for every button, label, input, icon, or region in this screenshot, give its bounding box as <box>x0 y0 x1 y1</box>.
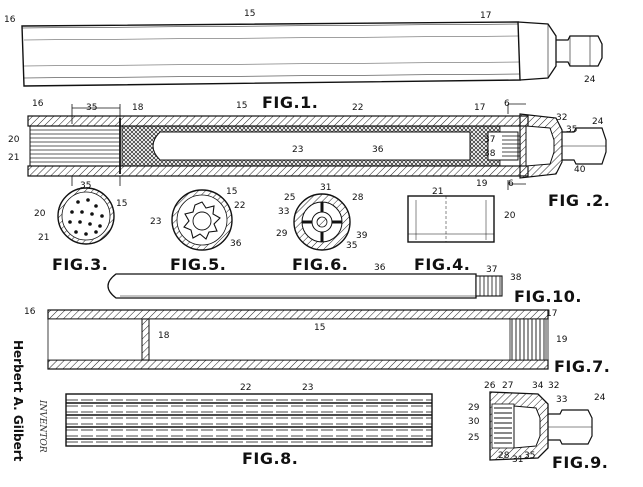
fig8-label: FIG.8. <box>242 449 298 468</box>
ref-numeral: 38 <box>484 149 496 159</box>
fig5-label: FIG.5. <box>170 255 226 274</box>
ref-numeral: 16 <box>4 15 16 25</box>
ref-numeral: 33 <box>556 395 567 405</box>
figure-4-filter-plug <box>407 195 495 243</box>
ref-numeral: 31 <box>512 455 523 465</box>
ref-numeral: 28 <box>352 193 364 203</box>
figure-6-cross-section <box>293 193 351 251</box>
fig6-label: FIG.6. <box>292 255 348 274</box>
ref-numeral: 37 <box>486 265 497 275</box>
ref-numeral: 15 <box>314 323 325 333</box>
ref-numeral: 35 <box>346 241 357 251</box>
ref-numeral: 20 <box>504 211 516 221</box>
ref-numeral: 22 <box>234 201 245 211</box>
ref-numeral: 30 <box>468 417 480 427</box>
fig1-label: FIG.1. <box>262 93 318 112</box>
ref-numeral: 40 <box>574 165 586 175</box>
ref-numeral: 17 <box>474 103 485 113</box>
ref-numeral: 23 <box>150 217 161 227</box>
ref-numeral: 29 <box>468 403 480 413</box>
figure-10-inner-tube <box>107 273 503 299</box>
ref-numeral: 35 <box>524 451 535 461</box>
ref-numeral: 24 <box>594 393 606 403</box>
ref-numeral: 15 <box>116 199 127 209</box>
ref-numeral: 21 <box>8 153 19 163</box>
ref-numeral: 22 <box>352 103 363 113</box>
fig2-label: FIG .2. <box>548 191 610 210</box>
figure-2-section-view <box>27 103 607 190</box>
ref-numeral: 23 <box>292 145 303 155</box>
inventor-name: Herbert A. Gilbert <box>11 340 25 462</box>
figure-8-fluted-insert <box>65 393 433 447</box>
ref-numeral: 24 <box>584 75 596 85</box>
ref-numeral: 16 <box>24 307 36 317</box>
ref-numeral: 15 <box>226 187 237 197</box>
ref-numeral: 18 <box>132 103 144 113</box>
ref-numeral: 34 <box>532 381 544 391</box>
ref-numeral: 27 <box>502 381 513 391</box>
inventor-label: INVENTOR <box>37 399 47 453</box>
ref-numeral: 18 <box>158 331 170 341</box>
ref-numeral: 21 <box>38 233 49 243</box>
fig3-label: FIG.3. <box>52 255 108 274</box>
ref-numeral: 29 <box>276 229 288 239</box>
ref-numeral: 28 <box>498 451 510 461</box>
figure-7-outer-tube-section <box>47 309 549 370</box>
ref-numeral: 33 <box>278 207 289 217</box>
ref-numeral: 15 <box>236 101 247 111</box>
ref-numeral: 36 <box>374 263 386 273</box>
ref-numeral: 38 <box>510 273 522 283</box>
figure-5-cross-section <box>171 189 233 251</box>
ref-numeral: 19 <box>556 335 568 345</box>
ref-numeral: 37 <box>484 135 495 145</box>
ref-numeral: 25 <box>468 433 479 443</box>
ref-numeral: 39 <box>356 231 368 241</box>
fig9-label: FIG.9. <box>552 453 608 472</box>
ref-numeral: 35 <box>86 103 97 113</box>
ref-numeral: 20 <box>8 135 20 145</box>
ref-numeral: 35 <box>566 125 577 135</box>
ref-numeral: 15 <box>244 9 255 19</box>
fig10-label: FIG.10. <box>514 287 582 306</box>
ref-numeral: 17 <box>480 11 491 21</box>
ref-numeral: 36 <box>372 145 384 155</box>
ref-numeral: 35 <box>80 181 91 191</box>
ref-numeral: 19 <box>476 179 488 189</box>
ref-numeral: 24 <box>592 117 604 127</box>
ref-numeral: 32 <box>556 113 567 123</box>
figure-1-exterior-view <box>21 21 603 87</box>
figure-9-mouthpiece-section <box>489 391 593 461</box>
ref-numeral: 16 <box>32 99 44 109</box>
ref-numeral: 31 <box>320 183 331 193</box>
ref-numeral: 36 <box>230 239 242 249</box>
ref-numeral: 17 <box>546 309 557 319</box>
ref-numeral: 21 <box>432 187 443 197</box>
ref-numeral: 6 <box>508 179 514 189</box>
fig7-label: FIG.7. <box>554 357 610 376</box>
ref-numeral: 22 <box>240 383 251 393</box>
ref-numeral: 25 <box>284 193 295 203</box>
ref-numeral: 6 <box>504 99 510 109</box>
ref-numeral: 26 <box>484 381 496 391</box>
ref-numeral: 23 <box>302 383 313 393</box>
ref-numeral: 20 <box>34 209 46 219</box>
fig4-label: FIG.4. <box>414 255 470 274</box>
figure-3-end-section <box>57 187 115 245</box>
ref-numeral: 32 <box>548 381 559 391</box>
